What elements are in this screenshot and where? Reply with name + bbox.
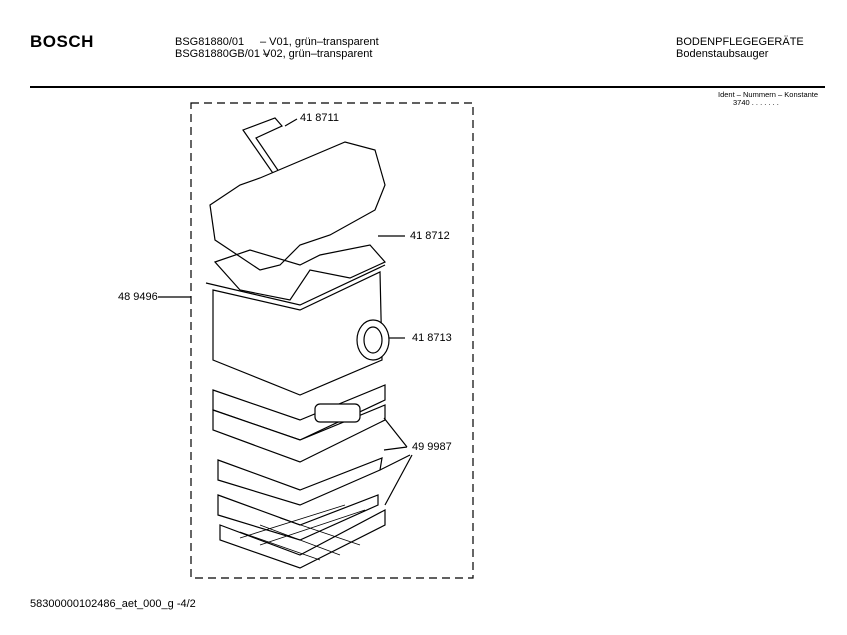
leader-499987 (379, 417, 413, 506)
container-rim (205, 264, 386, 306)
seal-ring-hole (363, 326, 383, 354)
model-number-1: BSG81880/01 (175, 36, 245, 48)
leader-418711 (284, 118, 298, 127)
lid-part (209, 141, 386, 271)
part-label-418711: 41 8711 (300, 112, 339, 124)
model-number-2: BSG81880GB/01 – (175, 48, 270, 60)
frame-wire-part (213, 244, 386, 301)
part-label-418713: 41 8713 (412, 332, 452, 344)
grid-part (219, 509, 386, 569)
header-divider (30, 86, 825, 88)
model-variant-1: – V01, grün–transparent (260, 36, 379, 48)
seal-ring-part (356, 319, 390, 361)
part-label-418712: 41 8712 (410, 230, 450, 242)
ident-value: 3740 . . . . . . . (733, 98, 779, 107)
ident-label: Ident – Nummern – Konstante (718, 90, 819, 99)
document-id: 58300000102486_aet_000_g -4/2 (30, 598, 196, 610)
brand-logo: BOSCH (30, 32, 94, 51)
grid-lines (239, 504, 366, 561)
container-part (212, 271, 383, 396)
filter-latch (314, 403, 361, 423)
model-variant-2: V02, grün–transparent (263, 48, 373, 60)
assembly-boundary (190, 102, 474, 579)
subcategory: Bodenstaubsauger (676, 48, 769, 60)
part-label-489496: 48 9496 (118, 291, 158, 303)
category: BODENPFLEGEGERÄTE (676, 36, 804, 48)
part-label-499987: 49 9987 (412, 441, 452, 453)
filter-layer-3 (217, 457, 383, 506)
